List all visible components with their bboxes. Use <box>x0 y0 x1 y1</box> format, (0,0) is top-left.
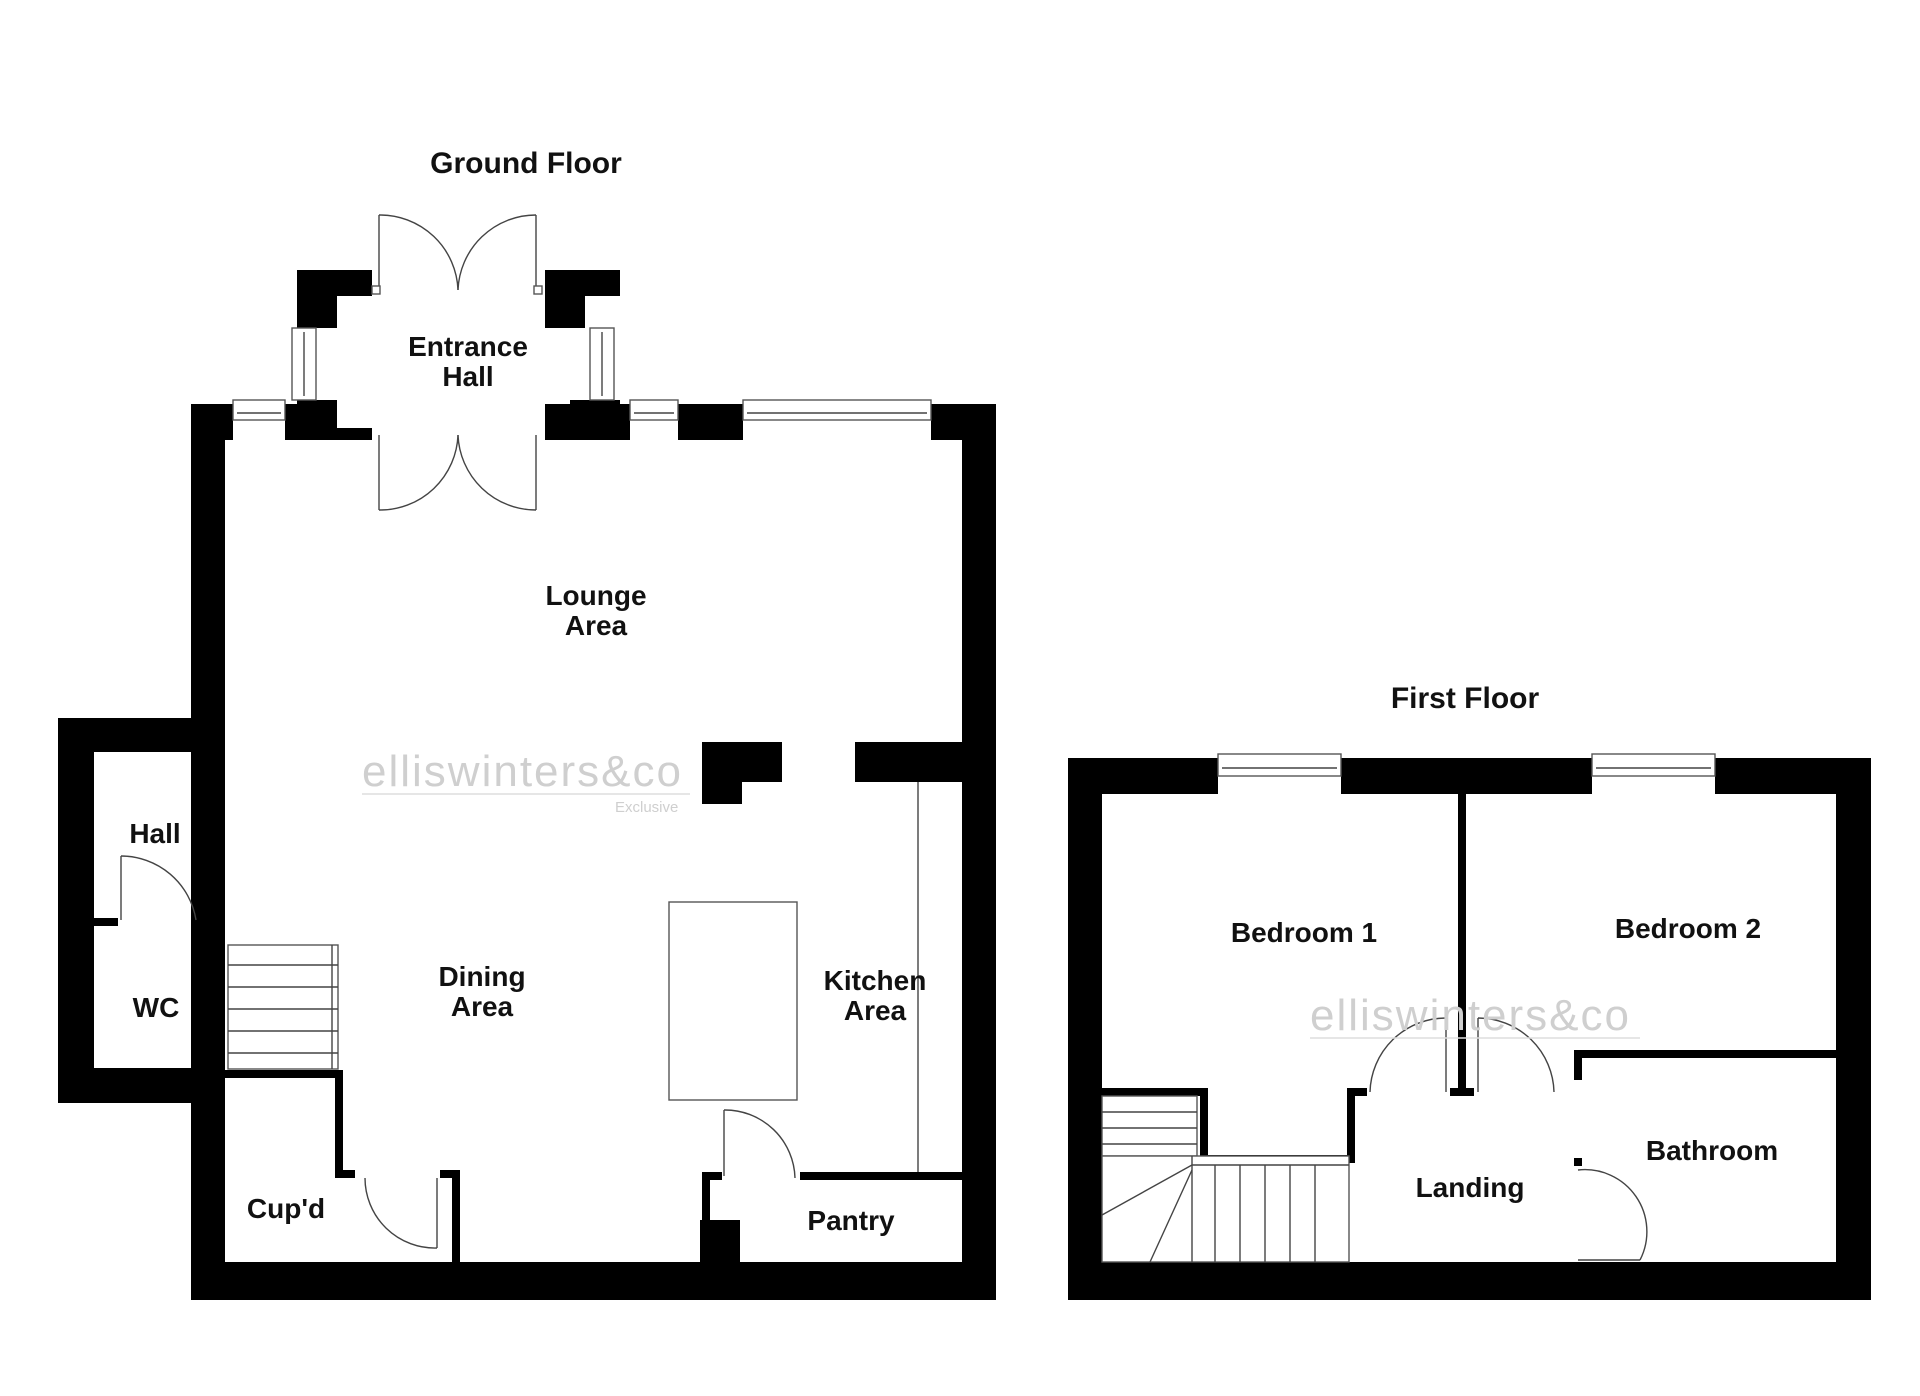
room-label-bedroom-2: Bedroom 2 <box>1615 913 1761 944</box>
watermark-first: elliswinters&co <box>1310 991 1640 1040</box>
ground-outer-walls <box>191 404 996 1300</box>
room-label-hall: Hall <box>129 818 180 849</box>
svg-text:elliswinters&co: elliswinters&co <box>1310 991 1631 1040</box>
pantry-walls <box>700 1109 962 1262</box>
room-label-bathroom: Bathroom <box>1646 1135 1778 1166</box>
porch-side-windows <box>291 327 615 401</box>
first-floor-doors <box>1369 1017 1648 1261</box>
svg-text:elliswinters&co: elliswinters&co <box>362 747 683 796</box>
hall-wc-walls <box>58 718 225 1103</box>
svg-text:Exclusive: Exclusive <box>615 799 678 816</box>
room-label-bedroom-1: Bedroom 1 <box>1231 917 1377 948</box>
room-label-landing: Landing <box>1416 1172 1525 1203</box>
chimney-breast <box>702 742 965 804</box>
first-floor-title: First Floor <box>1391 682 1540 715</box>
first-room-labels: Bedroom 1 Bedroom 2 Landing Bathroom <box>1231 913 1778 1203</box>
ground-staircase <box>227 944 339 1070</box>
bedroom-windows <box>1217 753 1716 777</box>
first-floor-staircase <box>1101 1095 1350 1263</box>
lounge-front-windows <box>232 399 932 421</box>
cupboard-walls <box>225 1070 460 1262</box>
first-floor-plan: First Floor <box>1068 682 1871 1300</box>
room-label-cupd: Cup'd <box>247 1193 325 1224</box>
kitchen-island <box>668 901 798 1101</box>
ground-floor-plan: Ground Floor <box>58 147 996 1300</box>
porch-front-doors <box>371 214 543 295</box>
room-label-wc: WC <box>133 992 180 1023</box>
watermark-ground: elliswinters&co Exclusive <box>362 747 690 816</box>
ground-floor-title: Ground Floor <box>430 147 622 180</box>
porch-inner-doors <box>378 434 537 511</box>
room-label-pantry: Pantry <box>807 1205 895 1236</box>
first-outer-walls <box>1068 758 1871 1300</box>
first-internal-walls <box>1102 794 1836 1166</box>
